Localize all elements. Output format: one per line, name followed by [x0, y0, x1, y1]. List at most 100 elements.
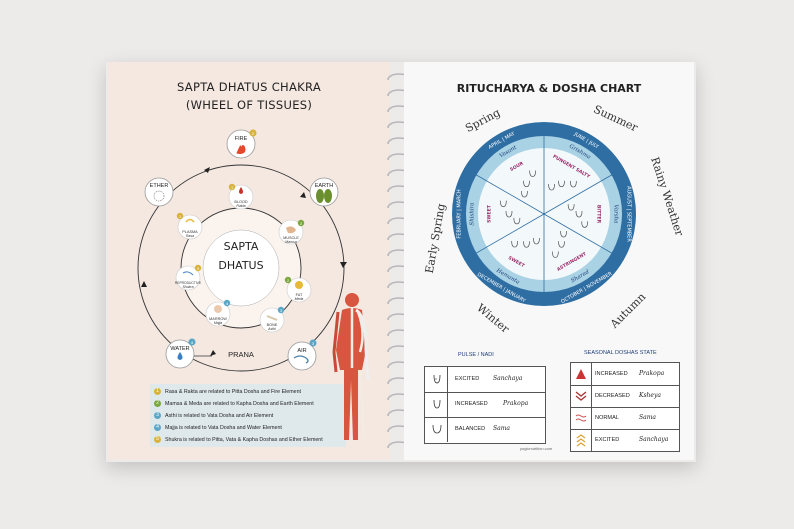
dhatu-reproductive: REPRODUCTIVE Shukra 5 — [175, 264, 202, 291]
pulse-glyph — [551, 251, 559, 258]
svg-text:3: 3 — [280, 309, 282, 313]
left-title-line1: SAPTA DHATUS CHAKRA — [176, 80, 322, 94]
leaf-icon — [316, 189, 324, 203]
dosha-row: DECREASED Ksheya — [571, 385, 679, 408]
ritu-label: Varsha — [613, 204, 619, 223]
svg-text:BLOOD: BLOOD — [234, 200, 248, 204]
element-earth: EARTH — [309, 177, 339, 207]
svg-text:1: 1 — [231, 186, 233, 190]
pulse-glyph — [581, 221, 589, 228]
svg-text:WATER: WATER — [170, 346, 189, 352]
doshas-title: SEASONAL DOSHAS STATE — [584, 350, 657, 356]
pulse-glyph — [558, 241, 565, 248]
pulse-glyph — [505, 210, 513, 218]
cycle-arrow-icon — [141, 281, 147, 287]
ritu-label: Shishira — [470, 202, 476, 225]
svg-text:2: 2 — [287, 279, 289, 283]
dhatu-plasma: PLASMA Rasa 1 — [176, 212, 203, 240]
month-label: FEBRUARY | MARCH — [457, 189, 463, 239]
pulse-glyph — [511, 241, 519, 248]
taste-label: BITTER — [596, 205, 602, 224]
pulse-row: INCREASED Prakopa — [425, 392, 545, 418]
center-label-line2: DHATUS — [218, 259, 263, 272]
svg-text:Mamsa: Mamsa — [285, 240, 297, 244]
pulse-glyph — [560, 231, 567, 238]
center-label-line1: SAPTA — [224, 240, 259, 253]
dhatu-blood: BLOOD Rakta 1 — [228, 183, 254, 210]
svg-text:REPRODUCTIVE: REPRODUCTIVE — [175, 281, 202, 285]
svg-text:Asthi: Asthi — [267, 327, 276, 331]
badge-fire — [249, 129, 257, 137]
svg-text:BONE: BONE — [267, 323, 278, 327]
svg-text:Rakta: Rakta — [236, 204, 245, 208]
ether-swirl-icon — [153, 190, 165, 202]
svg-text:FAT: FAT — [296, 293, 303, 297]
pulse-table: EXCITED Sanchaya INCREASED Prakopa BALAN… — [424, 366, 546, 444]
badge-fire-num: 2 — [252, 131, 255, 136]
svg-text:5: 5 — [197, 267, 199, 271]
wheel-spoke — [464, 167, 545, 215]
cycle-arrow-icon — [340, 262, 347, 268]
anatomy-figure-image — [332, 293, 370, 441]
svg-text:4: 4 — [191, 340, 194, 345]
svg-text:AIR: AIR — [297, 348, 306, 354]
svg-text:MUSCLE: MUSCLE — [283, 236, 299, 240]
dhatu-fat: FAT Meda 2 — [284, 276, 312, 303]
taste-label: SWEET — [487, 204, 493, 223]
pulse-row: EXCITED Sanchaya — [425, 367, 545, 393]
svg-text:EARTH: EARTH — [315, 183, 334, 189]
increased-arrow-icon — [576, 369, 586, 379]
pulse-glyph — [523, 180, 530, 188]
normal-wave-icon — [575, 414, 587, 422]
dhatu-marrow: MARROW Majja 4 — [205, 299, 231, 327]
svg-text:4: 4 — [226, 302, 228, 306]
pulse-glyph — [569, 180, 577, 188]
pulse-glyph — [523, 241, 530, 248]
cycle-arrow-icon — [210, 350, 216, 356]
pulse-glyph — [513, 217, 521, 225]
prana-label: PRANA — [228, 350, 254, 359]
website-text: yogicnutrition.com — [520, 446, 553, 451]
svg-text:Shukra: Shukra — [182, 285, 193, 289]
dosha-row: NORMAL Sama — [571, 407, 679, 430]
dhatu-bone: BONE Asthi 3 — [259, 306, 285, 333]
excited-chevrons-icon — [576, 434, 586, 447]
flame-icon — [236, 145, 246, 154]
svg-text:2: 2 — [300, 222, 302, 226]
outer-cycle-ring — [137, 164, 345, 372]
dosha-row: EXCITED Sanchaya — [571, 429, 679, 451]
svg-text:Meda: Meda — [295, 297, 304, 301]
wheel-spoke — [543, 213, 624, 261]
left-title-line2: (WHEEL OF TISSUES) — [185, 98, 313, 112]
pulse-glyph — [533, 237, 540, 245]
cycle-arrow-icon — [204, 167, 210, 173]
pulse-row: BALANCED Sama — [425, 417, 545, 442]
right-title: RITUCHARYA & DOSHA CHART — [456, 82, 642, 95]
svg-text:PLASMA: PLASMA — [182, 230, 198, 234]
svg-text:Majja: Majja — [214, 321, 222, 325]
pulse-glyph — [558, 180, 565, 188]
pulse-glyph — [575, 210, 583, 218]
water-drop-icon — [177, 352, 183, 360]
wheel-spoke — [543, 167, 624, 215]
cycle-arrow-icon — [300, 192, 306, 198]
svg-text:ETHER: ETHER — [150, 183, 169, 189]
wheel-spoke — [464, 213, 545, 261]
svg-text:3: 3 — [312, 341, 315, 346]
left-page: SAPTA DHATUS CHAKRA (WHEEL OF TISSUES) S… — [108, 62, 390, 460]
dosha-row: INCREASED Prakopa — [571, 363, 679, 386]
doshas-table: INCREASED Prakopa DECREASED Ksheya NORMA… — [570, 362, 680, 452]
center-disc — [202, 229, 280, 307]
wind-icon — [293, 355, 309, 364]
pulse-title: PULSE / NADI — [458, 352, 494, 358]
svg-text:1: 1 — [179, 215, 181, 219]
pulse-glyph — [529, 170, 537, 177]
dhatus-wheel: SAPTA DHATUS FIRE EARTH AIR 3 WATER 4 — [137, 129, 347, 372]
pulse-glyph — [521, 190, 528, 198]
svg-text:Rasa: Rasa — [186, 234, 194, 238]
